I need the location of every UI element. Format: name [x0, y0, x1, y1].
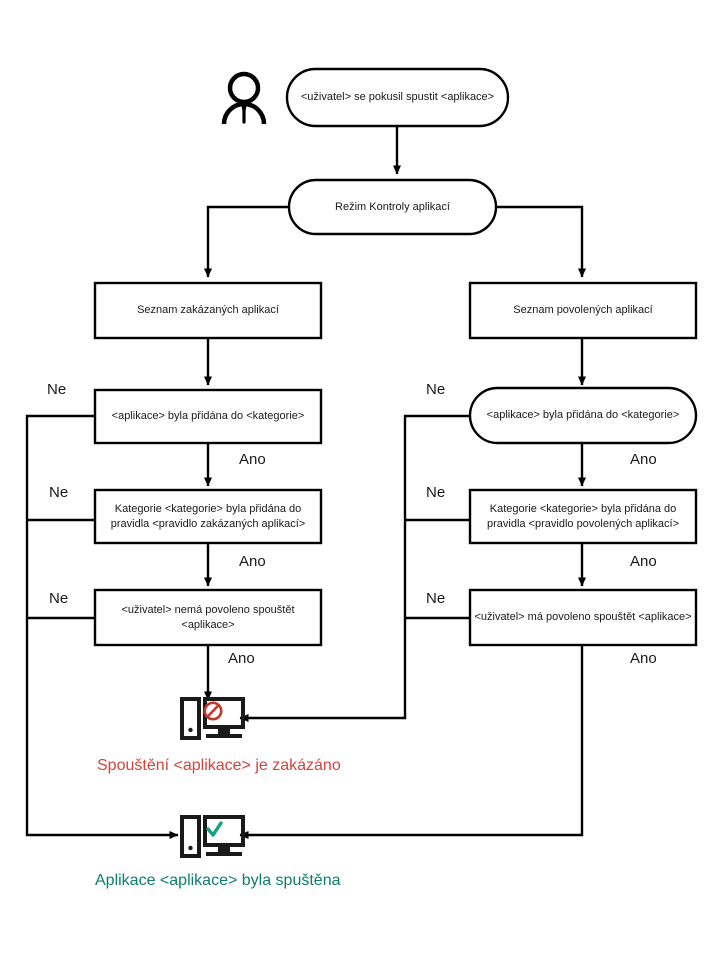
edge-mode-to-denylist — [204, 205, 289, 278]
user-icon — [221, 71, 267, 125]
edge-label-left-cat-ano: Ano — [239, 451, 266, 468]
monitor-check-icon — [180, 815, 245, 858]
edge-label-right-user-ano: Ano — [630, 650, 657, 667]
edge-label-right-cat-ne: Ne — [426, 381, 446, 398]
outcome-allowed-label: Aplikace <aplikace> byla spuštěna — [95, 872, 341, 889]
edge-label-right-user-ne: Ne — [426, 590, 446, 607]
node-right-cat-shape — [468, 386, 698, 445]
node-left-cat-shape — [93, 388, 323, 445]
node-left-rule-shape — [93, 488, 323, 545]
edge-right-user-ano — [239, 645, 584, 839]
edge-label-left-user-ano: Ano — [228, 650, 255, 667]
edge-label-right-rule-ano: Ano — [630, 553, 657, 570]
node-right-rule-shape — [468, 488, 698, 545]
node-allowlist-shape — [468, 281, 698, 340]
outcome-denied-label: Spouštění <aplikace> je zakázáno — [97, 757, 341, 774]
edge-label-left-rule-ano: Ano — [239, 553, 266, 570]
node-denylist-shape — [93, 281, 323, 340]
node-start-shape — [285, 67, 510, 128]
edge-left-ne-rail — [25, 414, 179, 839]
edge-mode-to-allowlist — [496, 205, 586, 278]
edge-label-left-cat-ne: Ne — [47, 381, 67, 398]
edge-label-right-cat-ano: Ano — [630, 451, 657, 468]
edge-label-left-rule-ne: Ne — [49, 484, 69, 501]
node-left-user-shape — [93, 588, 323, 647]
edge-label-left-user-ne: Ne — [49, 590, 69, 607]
node-mode-shape — [287, 178, 498, 236]
edge-right-ne-rail — [239, 414, 470, 722]
monitor-blocked-icon — [180, 697, 245, 740]
node-right-user-shape — [468, 588, 698, 647]
edge-label-right-rule-ne: Ne — [426, 484, 446, 501]
